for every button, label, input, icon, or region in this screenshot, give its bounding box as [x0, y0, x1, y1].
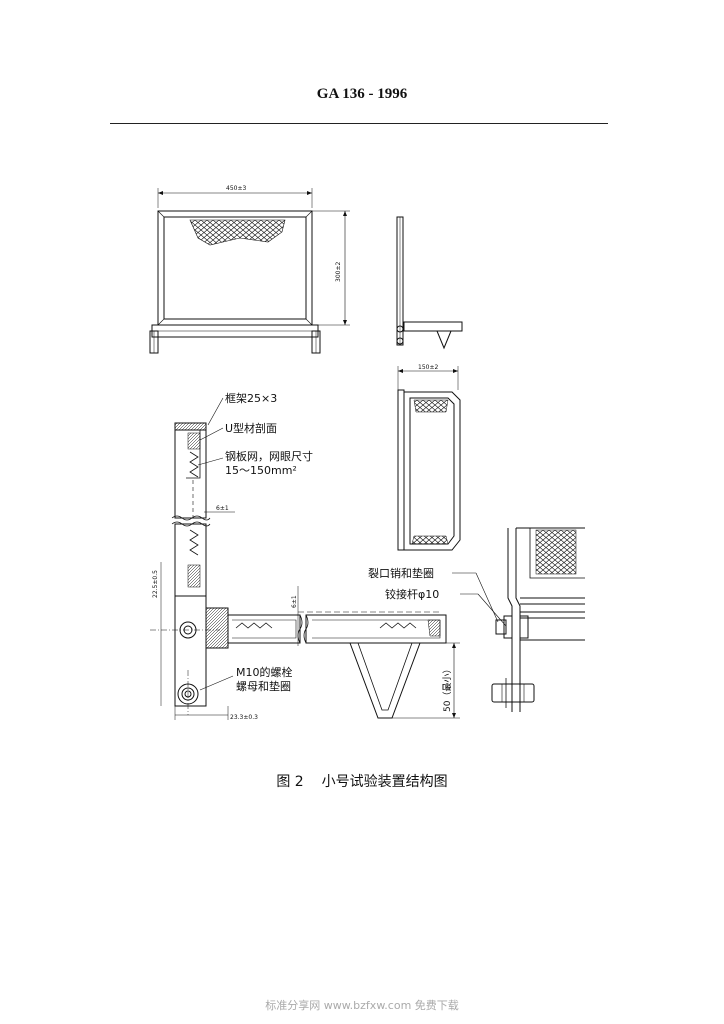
footer-watermark: 标准分享网 www.bzfxw.com 免费下载: [265, 999, 459, 1012]
label-bolt-line2: 螺母和垫圈: [236, 679, 291, 693]
label-u-channel: U型材剖面: [225, 421, 277, 435]
dim-mesh-gap: 6±1: [216, 505, 229, 512]
label-mesh-size: 15～150mm²: [225, 464, 297, 477]
figure-caption: 图 2 小号试验装置结构图: [0, 771, 724, 791]
section-detail: [150, 397, 235, 720]
label-bolt-line1: M10的螺栓: [236, 665, 293, 679]
trough-section: [227, 586, 460, 719]
label-frame: 框架25×3: [225, 392, 277, 405]
dim-depth: 150±2: [418, 364, 438, 371]
top-view: [397, 366, 461, 551]
label-split-pin: 裂口销和垫圈: [368, 566, 434, 580]
side-view: [396, 216, 463, 350]
hinge-detail: [452, 527, 585, 712]
label-hinge-rod: 铰接杆φ10: [385, 587, 439, 601]
figure-number: 图 2: [276, 774, 304, 790]
dim-side-offset: 22.5±0.5: [152, 570, 159, 598]
dim-height: 300±2: [335, 262, 342, 282]
dim-lower-gap: 6±1: [291, 595, 298, 608]
front-view: [149, 188, 350, 354]
header-divider: [110, 123, 608, 124]
label-mesh: 钢板网，网眼尺寸: [225, 449, 313, 463]
dim-bottom-width: 23.3±0.3: [230, 714, 258, 721]
figure-title: 小号试验装置结构图: [321, 774, 448, 790]
dim-width: 450±3: [226, 185, 246, 192]
standard-code: GA 136 - 1996: [316, 86, 408, 102]
dim-trough-depth: 50（最小）: [442, 665, 453, 712]
